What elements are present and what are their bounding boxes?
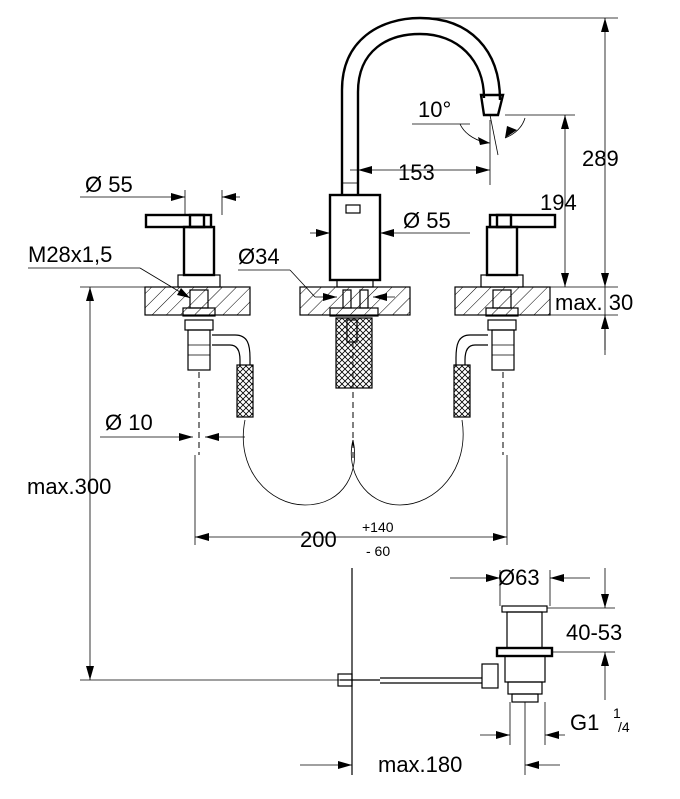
waste-assembly (337, 568, 554, 775)
dim-thread (28, 267, 191, 299)
label-rod-max: max.180 (378, 752, 462, 777)
dim-reach (350, 120, 491, 185)
label-handle-dia: Ø 55 (85, 172, 133, 197)
label-waste-thread-num: 1 (613, 705, 621, 721)
label-reach: 153 (398, 160, 435, 185)
label-height-total: 289 (582, 146, 619, 171)
label-max-depth: max.300 (27, 474, 111, 499)
label-waste-range: 40-53 (566, 620, 622, 645)
right-handle (453, 213, 557, 455)
label-spread-main: 200 (300, 527, 337, 552)
dim-waste-range (547, 568, 615, 700)
dim-height-spout (505, 114, 575, 287)
label-height-spout: 194 (540, 190, 577, 215)
label-max-deck: max. 30 (555, 290, 633, 315)
label-waste-thread-main: G1 (570, 710, 599, 735)
label-hole-dia: Ø34 (238, 244, 280, 269)
dim-pipe-dia (100, 433, 245, 441)
dim-max-deck (550, 314, 618, 355)
mixer-body (328, 193, 382, 460)
dim-spread (194, 455, 508, 545)
dim-max-depth (80, 286, 345, 681)
dim-height-total (430, 17, 618, 350)
label-spread-minus: - 60 (366, 543, 390, 559)
dim-waste-dia (450, 570, 590, 606)
left-handle (144, 213, 254, 455)
countertop (144, 286, 551, 316)
dim-angle (412, 114, 526, 156)
label-body-dia: Ø 55 (403, 208, 451, 233)
label-angle: 10° (418, 97, 451, 122)
spout (340, 16, 505, 195)
label-thread: M28x1,5 (28, 242, 112, 267)
label-waste-dia: Ø63 (498, 565, 540, 590)
dim-hole-dia (238, 269, 395, 301)
dim-handle-dia (80, 190, 240, 215)
dim-body-dia (310, 229, 470, 237)
dim-waste-thread (480, 702, 565, 745)
label-spread-plus: +140 (362, 519, 394, 535)
dim-rod-max (300, 702, 560, 775)
label-pipe-dia: Ø 10 (105, 410, 153, 435)
label-waste-thread-den: /4 (618, 719, 630, 735)
